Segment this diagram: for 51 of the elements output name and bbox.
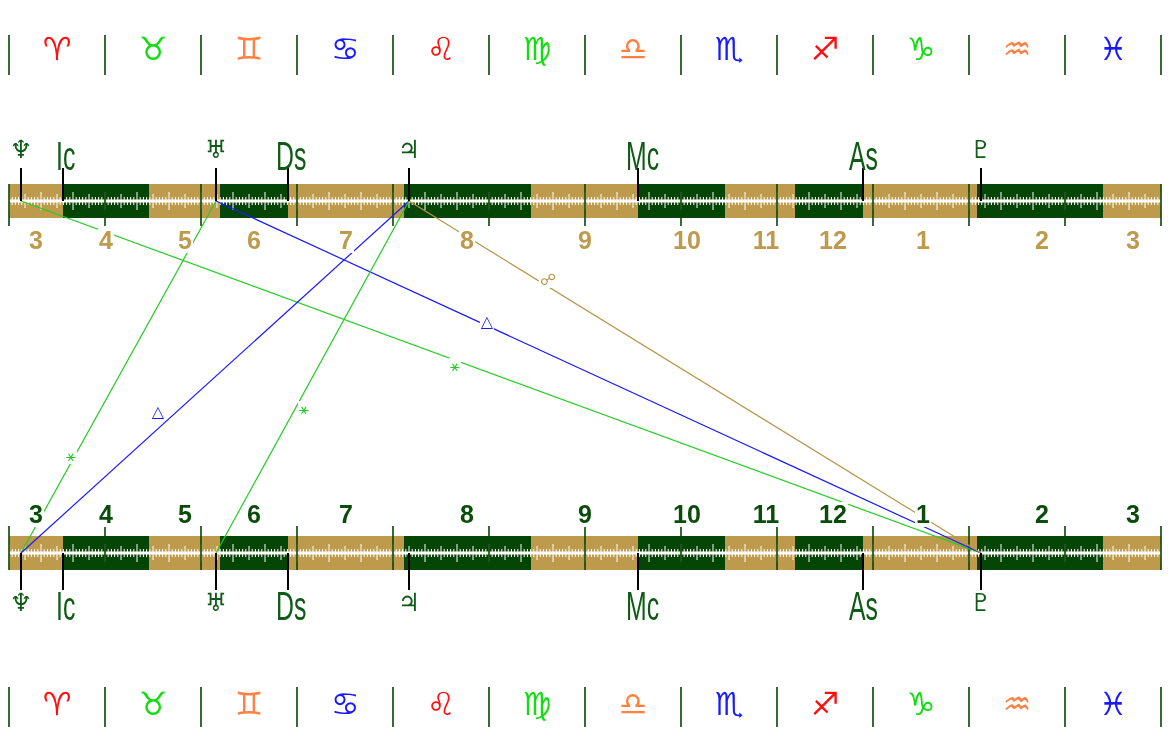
zodiac-sign-glyph: ♋ xyxy=(329,31,361,67)
angle-label: As xyxy=(849,136,878,176)
house-number: 9 xyxy=(577,502,593,527)
zodiac-sign-glyph: ♑ xyxy=(905,31,937,67)
zodiac-sign-glyph: ♎ xyxy=(617,31,649,67)
house-number: 7 xyxy=(338,228,354,253)
zodiac-sign-glyph: ♑ xyxy=(905,686,937,722)
zodiac-sign-glyph: ♒ xyxy=(1001,686,1033,722)
aspect-line xyxy=(215,200,410,554)
aspect-glyph: ⚹ xyxy=(449,358,461,374)
house-number: 5 xyxy=(177,228,193,253)
house-number: 11 xyxy=(751,502,781,527)
zodiac-sign-glyph: ♏ xyxy=(713,686,745,722)
zodiac-sign-glyph: ♐ xyxy=(809,686,841,722)
house-number: 3 xyxy=(28,502,44,527)
zodiac-sign-glyph: ♌ xyxy=(425,31,457,67)
aspect-line xyxy=(20,200,410,554)
aspect-glyph: ⚹ xyxy=(298,401,310,417)
aspect-line xyxy=(20,200,217,554)
zodiac-sign-glyph: ♉ xyxy=(137,31,169,67)
zodiac-sign-glyph: ♋ xyxy=(329,686,361,722)
aspect-glyph: △ xyxy=(150,404,166,420)
zodiac-sign-glyph: ♏ xyxy=(713,31,745,67)
aspect-glyph: △ xyxy=(479,314,495,330)
angle-label: Ds xyxy=(276,136,307,176)
zodiac-sign-glyph: ♊ xyxy=(233,31,265,67)
angle-label: Ds xyxy=(276,586,307,626)
zodiac-sign-glyph: ♓ xyxy=(1097,686,1129,722)
house-number: 4 xyxy=(98,502,114,527)
zodiac-sign-glyph: ♊ xyxy=(233,686,265,722)
aspect-glyph: ☍ xyxy=(538,272,558,288)
zodiac-sign-glyph: ♌ xyxy=(425,686,457,722)
angle-label: Mc xyxy=(626,586,660,626)
zodiac-sign-glyph: ♈ xyxy=(41,31,73,67)
aspect-line xyxy=(408,200,982,554)
aspect-line xyxy=(215,200,982,554)
house-number: 1 xyxy=(915,502,931,527)
zodiac-sign-glyph: ♍ xyxy=(521,31,553,67)
angle-label: As xyxy=(849,586,878,626)
aspect-glyph: ⚹ xyxy=(65,448,77,464)
zodiac-sign-glyph: ♓ xyxy=(1097,31,1129,67)
house-number: 10 xyxy=(672,502,702,527)
zodiac-sign-glyph: ♈ xyxy=(41,686,73,722)
zodiac-sign-glyph: ♐ xyxy=(809,31,841,67)
angle-label: Mc xyxy=(626,136,660,176)
zodiac-sign-glyph: ♎ xyxy=(617,686,649,722)
angle-label: Ic xyxy=(56,136,76,176)
zodiac-sign-glyph: ♒ xyxy=(1001,31,1033,67)
zodiac-sign-glyph: ♍ xyxy=(521,686,553,722)
angle-label: Ic xyxy=(56,586,76,626)
zodiac-sign-glyph: ♉ xyxy=(137,686,169,722)
